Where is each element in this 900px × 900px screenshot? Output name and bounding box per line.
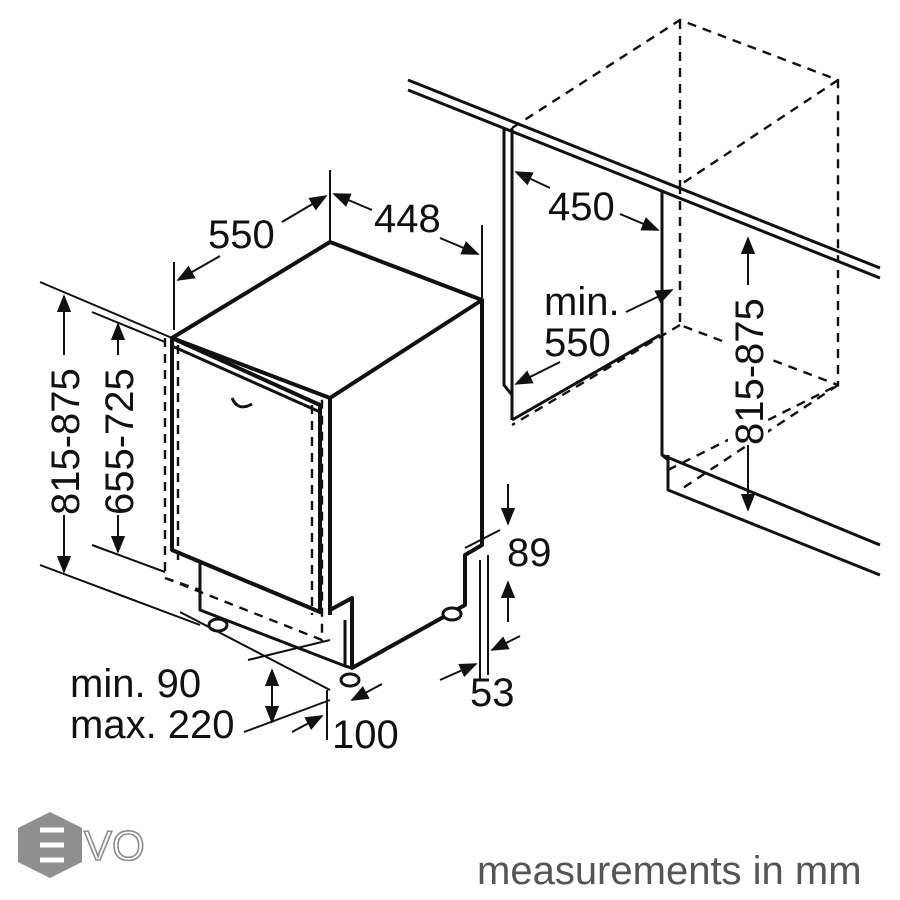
dim-max-220: max. 220 — [70, 703, 235, 747]
dim-815-875-left: 815-875 — [44, 368, 88, 515]
dim-53-arrow-right — [490, 635, 521, 651]
worktop-edge-lower — [407, 88, 881, 280]
logo-text: VO — [84, 822, 145, 869]
door-handle — [230, 397, 253, 409]
dim-450-arrow-left — [514, 171, 551, 189]
worktop-edge — [407, 78, 881, 270]
dim-815-875-right: 815-875 — [728, 298, 772, 445]
appliance-top — [170, 240, 484, 400]
measurements-note: measurements in mm — [477, 849, 862, 893]
installation-niche: 450 min. 550 815-875 — [407, 18, 881, 577]
left-cabinet-panel — [502, 128, 661, 422]
furniture-panel-dashed — [163, 338, 324, 642]
niche-volume-dashed — [511, 18, 840, 491]
dim-100-arrow-right — [350, 683, 383, 701]
dim-100: 100 — [332, 713, 399, 757]
dim-53-arrow-left — [439, 663, 478, 681]
right-cabinet-post — [660, 190, 881, 577]
dim-448-arrow-right — [439, 237, 480, 255]
dim-448-width: 448 — [374, 197, 441, 241]
appliance-side — [328, 300, 484, 670]
dim-450-arrow-right — [619, 213, 660, 231]
dim-550-niche-arrow-bottom — [514, 361, 561, 385]
evo-logo: VO — [18, 812, 145, 878]
dim-655-725: 655-725 — [98, 368, 142, 515]
appliance-base — [198, 560, 353, 670]
appliance-dimensions: 550 448 815-875 655-725 89 53 100 — [39, 170, 552, 757]
logo-e-mark — [40, 827, 64, 863]
dishwasher-appliance — [163, 240, 484, 688]
dim-550-arrow-right — [281, 195, 328, 223]
dim-550-depth: 550 — [208, 213, 275, 257]
dim-53: 53 — [470, 671, 515, 715]
dim-450: 450 — [548, 185, 615, 229]
door-top-edge — [171, 344, 321, 414]
appliance-door — [170, 336, 322, 614]
dim-min-label: min. — [544, 280, 620, 324]
dim-100-arrow-left — [291, 715, 324, 733]
dim-min-90: min. 90 — [70, 662, 201, 706]
dim-550-niche-arrow-top — [625, 289, 674, 313]
front-right-foot — [339, 672, 361, 688]
dim-550-arrow-left — [176, 255, 221, 281]
rear-right-foot — [441, 606, 463, 622]
dim-550-niche: 550 — [544, 321, 611, 365]
dim-448-arrow-left — [332, 193, 373, 211]
dim-89: 89 — [507, 531, 552, 575]
